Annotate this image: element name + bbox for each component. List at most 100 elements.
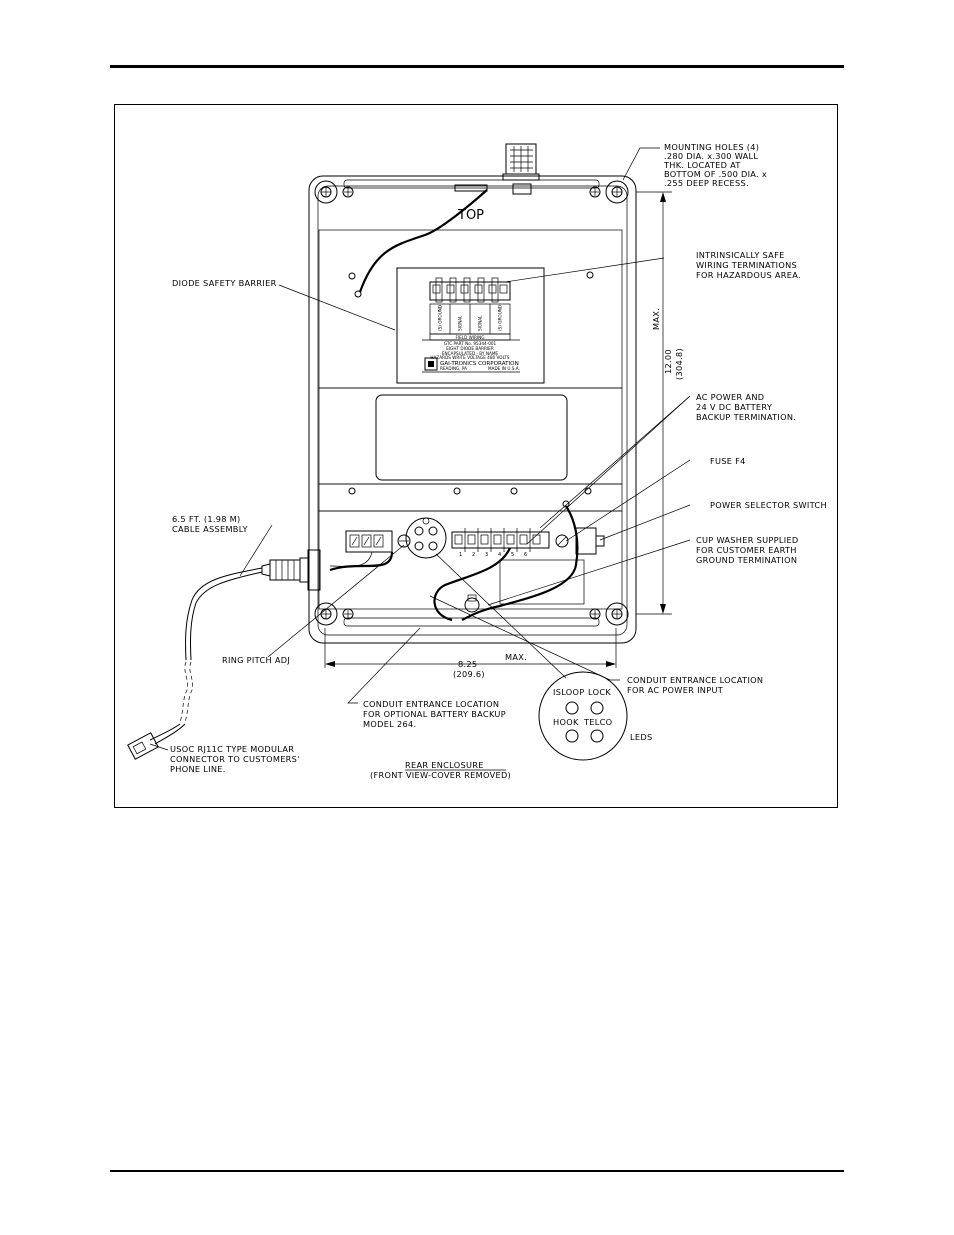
conduit-battery-line-1: CONDUIT ENTRANCE LOCATION: [363, 699, 499, 709]
svg-text:MAX.: MAX.: [651, 308, 661, 330]
width-max-label: MAX.: [505, 652, 527, 662]
power-selector-label: POWER SELECTOR SWITCH: [710, 500, 827, 510]
ac-power-line-2: 24 V DC BATTERY: [696, 402, 773, 412]
mounting-hole-top-left-inner: [342, 186, 354, 198]
ring-pitch-label: RING PITCH ADJ: [222, 655, 290, 665]
figure-frame: [114, 104, 838, 808]
ground-wire-top: [358, 189, 488, 293]
plate-city: READING, PA: [440, 366, 467, 371]
diode-safety-barrier-label: DIODE SAFETY BARRIER: [172, 278, 277, 288]
conduit-battery-line-2: FOR OPTIONAL BATTERY BACKUP: [363, 709, 506, 719]
gai-tronics-logo: [424, 357, 438, 371]
mounting-hole-bottom-left-inner: [342, 608, 354, 620]
mounting-hole-bottom-right-inner: [589, 608, 601, 620]
mounting-hole-bottom-right: [605, 602, 629, 626]
conduit-battery-line-3: MODEL 264.: [363, 719, 416, 729]
ac-power-line-3: BACKUP TERMINATION.: [696, 412, 796, 422]
top-connector: [502, 143, 540, 195]
battery-area: [499, 559, 585, 605]
conduit-ac-line-1: CONDUIT ENTRANCE LOCATION: [627, 675, 763, 685]
cup-washer-callout: CUP WASHER SUPPLIED FOR CUSTOMER EARTH G…: [696, 535, 799, 565]
mounting-holes-line-4: BOTTOM OF .500 DIA. x: [664, 169, 767, 179]
cup-washer-line-3: GROUND TERMINATION: [696, 555, 797, 565]
height-max-label: MAX.: [651, 308, 661, 330]
mounting-holes-line-2: .280 DIA. x.300 WALL: [664, 151, 758, 161]
cup-washer: [464, 594, 480, 613]
usoc-callout: USOC RJ11C TYPE MODULAR CONNECTOR TO CUS…: [170, 744, 300, 774]
barrier-column-label: SIGNAL: [458, 315, 463, 331]
usoc-line-2: CONNECTOR TO CUSTOMERS': [170, 754, 300, 764]
cable-wire-a: [329, 551, 394, 572]
leds-caption: LEDS: [630, 732, 652, 742]
led-cluster: [405, 517, 447, 559]
intrinsically-safe-line-2: WIRING TERMINATIONS: [696, 260, 797, 270]
front-view-subtitle: (FRONT VIEW-COVER REMOVED): [370, 770, 511, 780]
usoc-line-1: USOC RJ11C TYPE MODULAR: [170, 744, 294, 754]
cable-assembly-line-1: 6.5 FT. (1.98 M): [172, 514, 241, 524]
terminal-number: 5: [511, 552, 514, 558]
plate-line-2: EIGHT DIODE BARRIER: [446, 346, 494, 351]
fuse-f4: [555, 534, 569, 548]
width-inches-label: 8.25: [458, 659, 477, 669]
terminal-number: 6: [524, 552, 527, 558]
mounting-holes-line-5: .255 DEEP RECESS.: [664, 178, 749, 188]
cup-washer-line-1: CUP WASHER SUPPLIED: [696, 535, 799, 545]
intrinsically-safe-callout: INTRINSICALLY SAFE WIRING TERMINATIONS F…: [696, 250, 801, 280]
height-dimension: [636, 191, 672, 615]
led-isloop-label: ISLOOP: [553, 687, 585, 697]
conduit-ac-line-2: FOR AC POWER INPUT: [627, 685, 724, 695]
cable-assembly-line-2: CABLE ASSEMBLY: [172, 524, 248, 534]
label-window: [375, 394, 568, 481]
field-wiring-text: FIELD WIRING: [455, 335, 484, 340]
plate-line-4: HAZARDS WRITE VOLTAGE 480 VOLTS: [430, 355, 510, 360]
terminal-number: 1: [459, 552, 462, 558]
ac-power-line-1: AC POWER AND: [696, 392, 764, 402]
plate-company: GAI-TRONICS CORPORATION: [440, 361, 519, 367]
barrier-column-label: (S) GROUND: [438, 305, 443, 331]
led-lock-label: LOCK: [588, 687, 611, 697]
barrier-column-label: SIGNAL: [478, 315, 483, 331]
power-wire: [433, 547, 512, 622]
intrinsically-safe-line-1: INTRINSICALLY SAFE: [696, 250, 785, 260]
conduit-battery-callout: CONDUIT ENTRANCE LOCATION FOR OPTIONAL B…: [363, 699, 506, 729]
top-label: TOP: [457, 208, 484, 223]
header-rule: [110, 65, 844, 68]
terminal-number: 3: [485, 552, 488, 558]
fuse-label: FUSE F4: [710, 456, 746, 466]
diode-safety-barrier: (S) GROUND SIGNAL SIGNAL (S) GROUND FIELD W…: [396, 267, 545, 384]
mounting-holes-line-1: MOUNTING HOLES (4): [664, 142, 759, 152]
led-telco-label: TELCO: [583, 717, 612, 727]
height-inches-label: 12.00: [663, 349, 673, 374]
mounting-holes-line-3: THK. LOCATED AT: [663, 160, 741, 170]
usoc-line-3: PHONE LINE.: [170, 764, 226, 774]
rj11c-connector: [127, 732, 159, 760]
width-mm-label: (209.6): [453, 669, 485, 679]
mounting-hole-top-right: [605, 180, 629, 204]
panel-screws: [348, 487, 592, 495]
mounting-holes-callout: MOUNTING HOLES (4) .280 DIA. x.300 WALL …: [663, 142, 767, 188]
conduit-ac-callout: CONDUIT ENTRANCE LOCATION FOR AC POWER I…: [627, 675, 763, 695]
top-clip: [454, 184, 488, 192]
modular-terminal-block: [345, 530, 411, 553]
height-mm-label: (304.8): [674, 348, 684, 380]
mounting-hole-top-right-inner: [589, 186, 601, 198]
ac-power-callout: AC POWER AND 24 V DC BATTERY BACKUP TERM…: [696, 392, 796, 422]
cable-assembly-callout: 6.5 FT. (1.98 M) CABLE ASSEMBLY: [172, 514, 248, 534]
cup-washer-line-2: FOR CUSTOMER EARTH: [696, 545, 797, 555]
width-dimension: [324, 628, 617, 668]
barrier-column-label: (S) GROUND: [498, 305, 503, 331]
rear-enclosure-title: REAR ENCLOSURE: [405, 760, 484, 770]
led-hook-label: HOOK: [553, 717, 579, 727]
enclosure-body: [308, 175, 637, 644]
svg-text:(304.8): (304.8): [674, 348, 684, 380]
mounting-holes: [314, 180, 629, 626]
ground-wire-bottom: [461, 505, 579, 621]
leader-lines: [149, 147, 691, 751]
svg-text:12.00: 12.00: [663, 349, 673, 374]
cable-assembly: [149, 549, 321, 745]
mounting-hole-top-left: [314, 180, 338, 204]
footer-rule: [110, 1170, 844, 1172]
intrinsically-safe-line-3: FOR HAZARDOUS AREA.: [696, 270, 801, 280]
